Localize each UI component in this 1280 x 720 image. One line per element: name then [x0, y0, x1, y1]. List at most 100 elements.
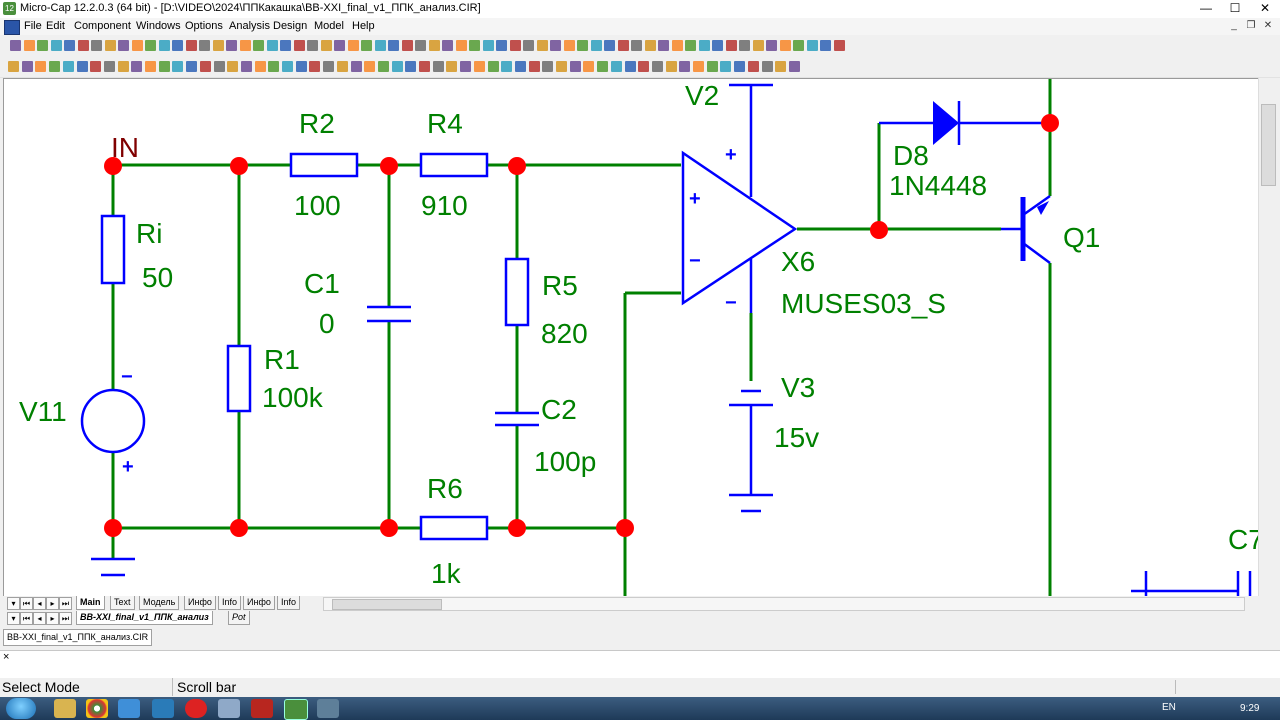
main-tool-40-icon[interactable]	[536, 40, 548, 51]
component-tool-19-icon[interactable]	[254, 61, 266, 72]
component-tool-50-icon[interactable]	[679, 61, 691, 72]
main-tool-13-icon[interactable]	[172, 40, 183, 51]
main-tool-29-icon[interactable]	[388, 40, 399, 51]
component-tool-40-icon[interactable]	[542, 61, 554, 72]
main-tool-30-icon[interactable]	[401, 40, 413, 51]
menu-options[interactable]: Options	[185, 20, 223, 32]
open-file-tab[interactable]: ВВ-XXI_final_v1_ППК_анализ.CIR	[3, 629, 152, 646]
component-tool-12-icon[interactable]	[158, 61, 170, 72]
component-tool-2-icon[interactable]	[21, 61, 33, 72]
main-tool-27-icon[interactable]	[361, 40, 372, 51]
main-tool-4-icon[interactable]	[50, 40, 62, 51]
main-tool-33-icon[interactable]	[442, 40, 453, 51]
component-tool-55-icon[interactable]	[747, 61, 759, 72]
menu-help[interactable]: Help	[352, 20, 375, 32]
main-tool-15-icon[interactable]	[199, 40, 210, 51]
component-tool-21-icon[interactable]	[282, 61, 293, 72]
component-tool-16-icon[interactable]	[213, 61, 225, 72]
main-tool-3-icon[interactable]	[37, 40, 48, 51]
file-nav-first-icon[interactable]: ⏮	[20, 612, 33, 625]
component-tool-38-icon[interactable]	[514, 61, 526, 72]
component-tool-56-icon[interactable]	[761, 61, 773, 72]
command-close-icon[interactable]: ×	[3, 651, 10, 663]
main-tool-50-icon[interactable]	[671, 40, 683, 51]
component-tool-20-icon[interactable]	[268, 61, 280, 72]
language-indicator[interactable]: EN	[1162, 702, 1176, 713]
component-tool-35-icon[interactable]	[473, 61, 485, 72]
schematic-canvas[interactable]: IN R2 100 R4 910 Ri 50 R1 100k C1 0 R5 8…	[3, 78, 1258, 597]
menu-model[interactable]: Model	[314, 20, 344, 32]
tab-info-2[interactable]: Info	[277, 596, 301, 610]
file-nav-last-icon[interactable]: ⏭	[59, 612, 72, 625]
component-tool-30-icon[interactable]	[405, 61, 417, 72]
component-tool-24-icon[interactable]	[323, 61, 335, 72]
main-tool-31-icon[interactable]	[415, 40, 426, 51]
component-tool-17-icon[interactable]	[227, 61, 239, 72]
main-tool-35-icon[interactable]	[469, 40, 480, 51]
component-tool-37-icon[interactable]	[501, 61, 513, 72]
main-tool-56-icon[interactable]	[752, 40, 764, 51]
component-tool-25-icon[interactable]	[336, 61, 348, 72]
minimize-button[interactable]: —	[1200, 1, 1212, 15]
mdi-minimize-button[interactable]: _	[1231, 20, 1237, 31]
main-tool-44-icon[interactable]	[590, 40, 602, 51]
main-tool-49-icon[interactable]	[658, 40, 669, 51]
component-tool-28-icon[interactable]	[377, 61, 389, 72]
main-tool-14-icon[interactable]	[185, 40, 197, 51]
menu-component[interactable]: Component	[74, 20, 131, 32]
main-tool-23-icon[interactable]	[307, 40, 318, 51]
component-tool-41-icon[interactable]	[556, 61, 567, 72]
component-tool-27-icon[interactable]	[364, 61, 376, 72]
main-tool-5-icon[interactable]	[64, 40, 75, 51]
component-tool-23-icon[interactable]	[309, 61, 321, 72]
main-tool-36-icon[interactable]	[482, 40, 494, 51]
component-tool-46-icon[interactable]	[624, 61, 636, 72]
component-tool-36-icon[interactable]	[487, 61, 499, 72]
main-tool-11-icon[interactable]	[145, 40, 156, 51]
menu-design[interactable]: Design	[273, 20, 308, 32]
main-tool-62-icon[interactable]	[833, 40, 845, 51]
explorer-icon[interactable]	[54, 699, 76, 718]
main-tool-28-icon[interactable]	[374, 40, 386, 51]
tab-nav-prev-icon[interactable]: ◂	[33, 597, 46, 610]
main-tool-61-icon[interactable]	[820, 40, 831, 51]
main-tool-34-icon[interactable]	[455, 40, 467, 51]
component-tool-42-icon[interactable]	[569, 61, 581, 72]
vertical-scrollbar[interactable]	[1258, 78, 1278, 596]
component-tool-34-icon[interactable]	[460, 61, 472, 72]
monitor-app-icon[interactable]	[317, 699, 339, 718]
main-tool-6-icon[interactable]	[77, 40, 89, 51]
main-tool-7-icon[interactable]	[91, 40, 102, 51]
main-tool-12-icon[interactable]	[158, 40, 170, 51]
main-tool-20-icon[interactable]	[266, 40, 278, 51]
main-tool-37-icon[interactable]	[496, 40, 507, 51]
tab-nav-next-icon[interactable]: ▸	[46, 597, 59, 610]
file-nav-prev-icon[interactable]: ◂	[33, 612, 46, 625]
main-tool-60-icon[interactable]	[806, 40, 818, 51]
component-tool-48-icon[interactable]	[651, 61, 663, 72]
main-tool-32-icon[interactable]	[428, 40, 440, 51]
ie-icon[interactable]	[118, 699, 140, 718]
clock[interactable]: 9:29	[1240, 703, 1260, 714]
main-tool-42-icon[interactable]	[563, 40, 575, 51]
main-tool-21-icon[interactable]	[280, 40, 291, 51]
opera-icon[interactable]	[185, 699, 207, 718]
menu-analysis[interactable]: Analysis	[229, 20, 270, 32]
main-tool-48-icon[interactable]	[644, 40, 656, 51]
component-tool-51-icon[interactable]	[693, 61, 704, 72]
close-button[interactable]: ✕	[1259, 1, 1271, 15]
component-tool-29-icon[interactable]	[391, 61, 403, 72]
component-tool-3-icon[interactable]	[35, 61, 47, 72]
menu-file[interactable]: File	[24, 20, 42, 32]
microcap-icon[interactable]	[284, 699, 308, 720]
component-tool-13-icon[interactable]	[172, 61, 184, 72]
main-tool-51-icon[interactable]	[685, 40, 696, 51]
main-tool-22-icon[interactable]	[293, 40, 305, 51]
main-tool-9-icon[interactable]	[118, 40, 129, 51]
save-app-icon[interactable]	[218, 699, 240, 718]
component-tool-32-icon[interactable]	[432, 61, 444, 72]
document-icon[interactable]	[4, 20, 20, 35]
tab-info-ru-2[interactable]: Инфо	[243, 596, 275, 610]
component-tool-49-icon[interactable]	[665, 61, 677, 72]
maximize-button[interactable]: ☐	[1229, 1, 1241, 15]
